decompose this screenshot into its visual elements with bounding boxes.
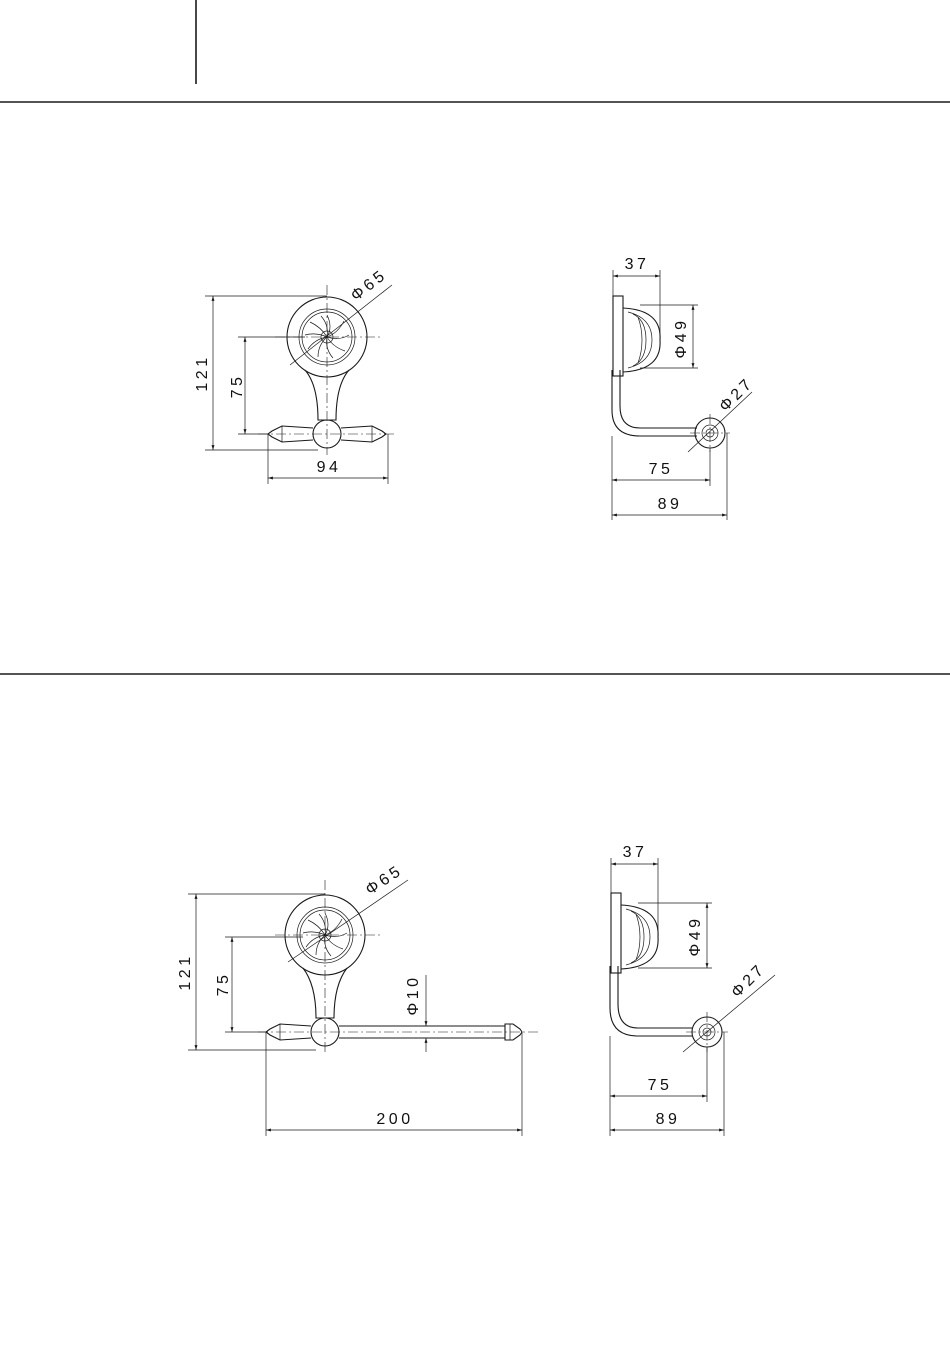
side-arm-outer [612, 370, 697, 436]
top-front-height-dim: 121 [194, 354, 211, 391]
bottom-side-overall-projection-dim: 89 [656, 1111, 681, 1128]
top-front-hook-height-dim: 75 [229, 374, 246, 399]
top-side-knob-diameter-dim: Φ27 [716, 374, 757, 415]
bottom-front-view: 121 75 Φ10 200 Φ65 [177, 862, 540, 1136]
bottom-front-rosette-diameter-dim: Φ65 [363, 862, 407, 899]
bottom-front-width-dim: 200 [376, 1111, 413, 1128]
bottom-side-rosette-diameter-dim: Φ49 [687, 915, 704, 956]
bottom-side-view: 37 Φ49 Φ27 75 89 [610, 844, 775, 1136]
bottom-front-hook-height-dim: 75 [215, 972, 232, 997]
side-arm-outer [610, 966, 693, 1036]
bottom-front-height-dim: 121 [177, 953, 194, 990]
knob-diameter-leader [683, 975, 775, 1052]
top-front-rosette-diameter-dim: Φ65 [348, 266, 391, 305]
wall-plate [611, 893, 621, 973]
bottom-side-projection-dim: 75 [648, 1077, 673, 1094]
side-arm-inner [618, 966, 693, 1028]
top-front-view: 121 75 94 Φ65 [194, 266, 396, 484]
top-side-rosette-diameter-dim: Φ49 [673, 317, 690, 358]
wall-plate [613, 296, 623, 376]
top-side-depth-dim: 37 [625, 256, 650, 273]
top-front-width-dim: 94 [317, 459, 342, 476]
bottom-front-bar-diameter-dim: Φ10 [405, 974, 422, 1015]
top-side-view: 37 Φ49 Φ27 75 89 [612, 256, 757, 520]
bottom-side-depth-dim: 37 [623, 844, 648, 861]
side-arm-inner [620, 370, 697, 428]
top-side-overall-projection-dim: 89 [658, 496, 683, 513]
sheet-frame [0, 0, 950, 674]
top-side-projection-dim: 75 [649, 461, 674, 478]
rosette-diameter-leader [288, 880, 408, 962]
bottom-side-knob-diameter-dim: Φ27 [728, 960, 769, 1001]
